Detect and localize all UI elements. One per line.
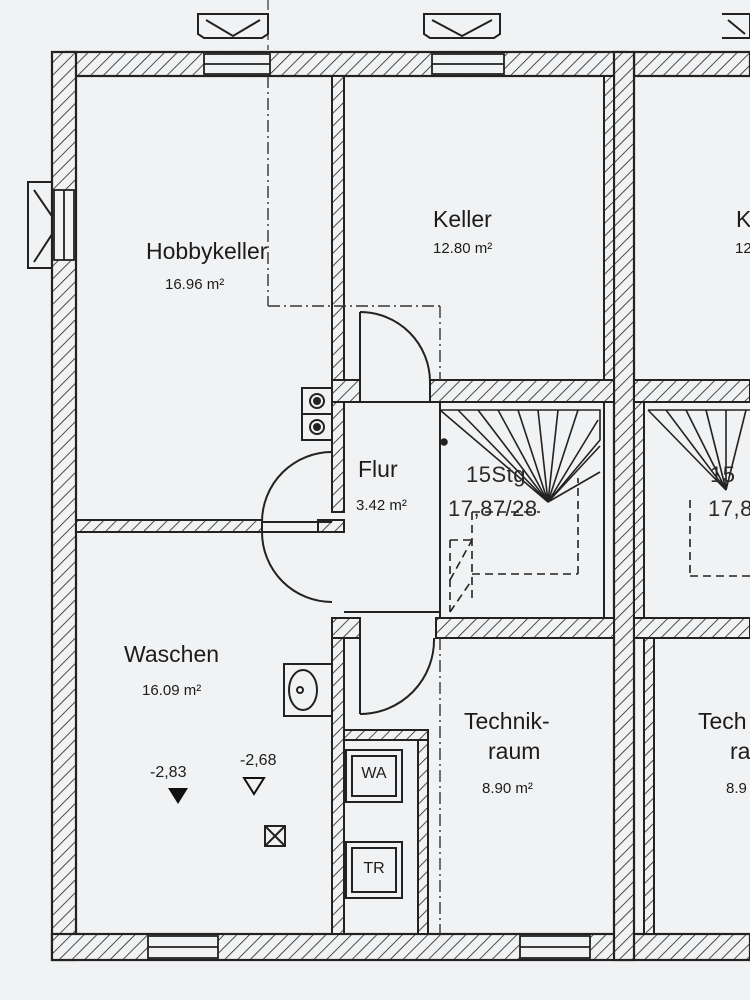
room-name-flur: Flur xyxy=(358,456,398,482)
dryer-label: TR xyxy=(363,860,385,877)
door-keller xyxy=(359,311,431,383)
windows xyxy=(53,53,591,959)
stair-steps: 15Stg xyxy=(466,462,526,487)
light-well-top-2 xyxy=(423,13,501,39)
room-name-waschen: Waschen xyxy=(124,641,220,667)
door-technikraum xyxy=(359,637,436,715)
appliance-boxes xyxy=(345,749,403,899)
floor-drain xyxy=(264,825,286,847)
room-area-technik-right: 8.9 xyxy=(726,780,747,797)
room-name-technik-line1: Technik- xyxy=(464,708,550,734)
level-floor: -2,83 xyxy=(150,764,187,781)
room-name-technik-right-line1: Tech xyxy=(698,708,747,734)
room-area-flur: 3.42 m² xyxy=(356,497,407,514)
stair-dimensions-right: 17,8 xyxy=(708,496,750,521)
room-name-technik-line2: raum xyxy=(488,738,541,764)
sink xyxy=(283,663,333,717)
room-area-keller: 12.80 m² xyxy=(433,240,493,257)
room-name-hobbykeller: Hobbykeller xyxy=(146,238,268,264)
door-waschen xyxy=(261,531,333,603)
level-marker-filled-icon xyxy=(168,788,188,804)
dash-dot-lines xyxy=(267,76,441,934)
room-area-keller-right: 12 xyxy=(735,240,750,257)
stair-steps-right: 15 xyxy=(710,462,736,487)
level-marker-open-icon xyxy=(242,777,266,796)
flue-symbols xyxy=(301,387,333,441)
washer-label: WA xyxy=(361,765,387,782)
staircase xyxy=(439,401,605,619)
light-well-top-3 xyxy=(722,13,750,39)
room-area-technik: 8.90 m² xyxy=(482,780,533,797)
light-well-top-1 xyxy=(197,13,269,39)
room-area-waschen: 16.09 m² xyxy=(142,682,202,699)
level-drain: -2,68 xyxy=(240,752,277,769)
room-area-hobbykeller: 16.96 m² xyxy=(165,276,225,293)
interior-walls xyxy=(75,75,750,935)
room-name-keller: Keller xyxy=(433,206,492,232)
room-name-keller-right: K xyxy=(736,206,750,232)
room-name-technik-right-line2: ra xyxy=(730,738,750,764)
door-hobbykeller xyxy=(261,451,333,523)
stair-dimensions: 17,87/28 xyxy=(448,496,538,521)
staircase-right xyxy=(647,409,750,577)
